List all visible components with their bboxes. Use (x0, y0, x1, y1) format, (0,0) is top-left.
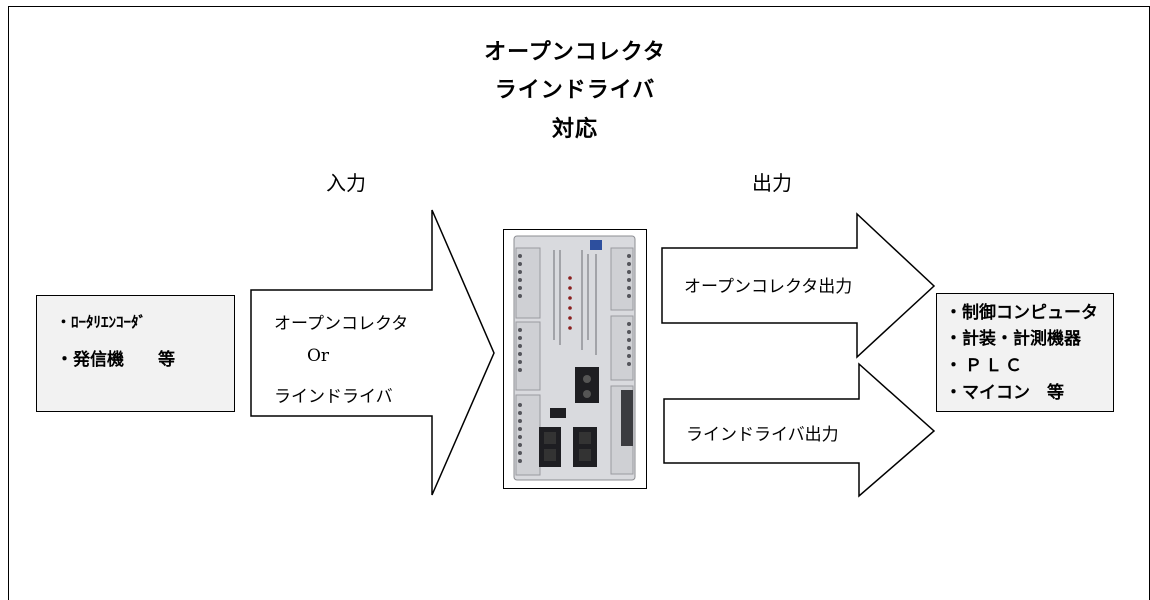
input-label: 入力 (326, 171, 366, 195)
input-arrow-text-1: オープンコレクタ (274, 314, 409, 334)
output-top-text: オープンコレクタ出力 (684, 277, 853, 297)
output-bottom-text: ラインドライバ出力 (686, 425, 839, 445)
input-arrow (250, 209, 495, 496)
input-arrow-text-3: ラインドライバ (274, 387, 393, 407)
output-targets-box (936, 293, 1114, 412)
title-line-2: ラインドライバ (494, 78, 656, 103)
input-sources-box (36, 295, 235, 412)
output-target-instruments: ・計装・計測機器 (945, 329, 1081, 349)
converter-unit-photo (503, 229, 647, 489)
output-arrow-bottom (663, 362, 936, 498)
input-source-oscillator: ・発信機 等 (56, 350, 175, 370)
output-target-microcomputer: ・マイコン 等 (945, 383, 1064, 403)
output-target-computer: ・制御コンピュータ (945, 303, 1098, 323)
output-label: 出力 (752, 171, 792, 195)
title-line-3: 対応 (551, 117, 598, 142)
title-line-1: オープンコレクタ (484, 40, 666, 65)
output-arrow-top (661, 212, 936, 359)
input-source-rotary-encoder: ・ﾛｰﾀﾘｴﾝｺｰﾀﾞ (56, 313, 147, 331)
converter-unit-illustration (513, 235, 636, 481)
input-arrow-text-2: Or (307, 346, 330, 366)
output-target-plc: ・ＰＬＣ (945, 356, 1025, 376)
